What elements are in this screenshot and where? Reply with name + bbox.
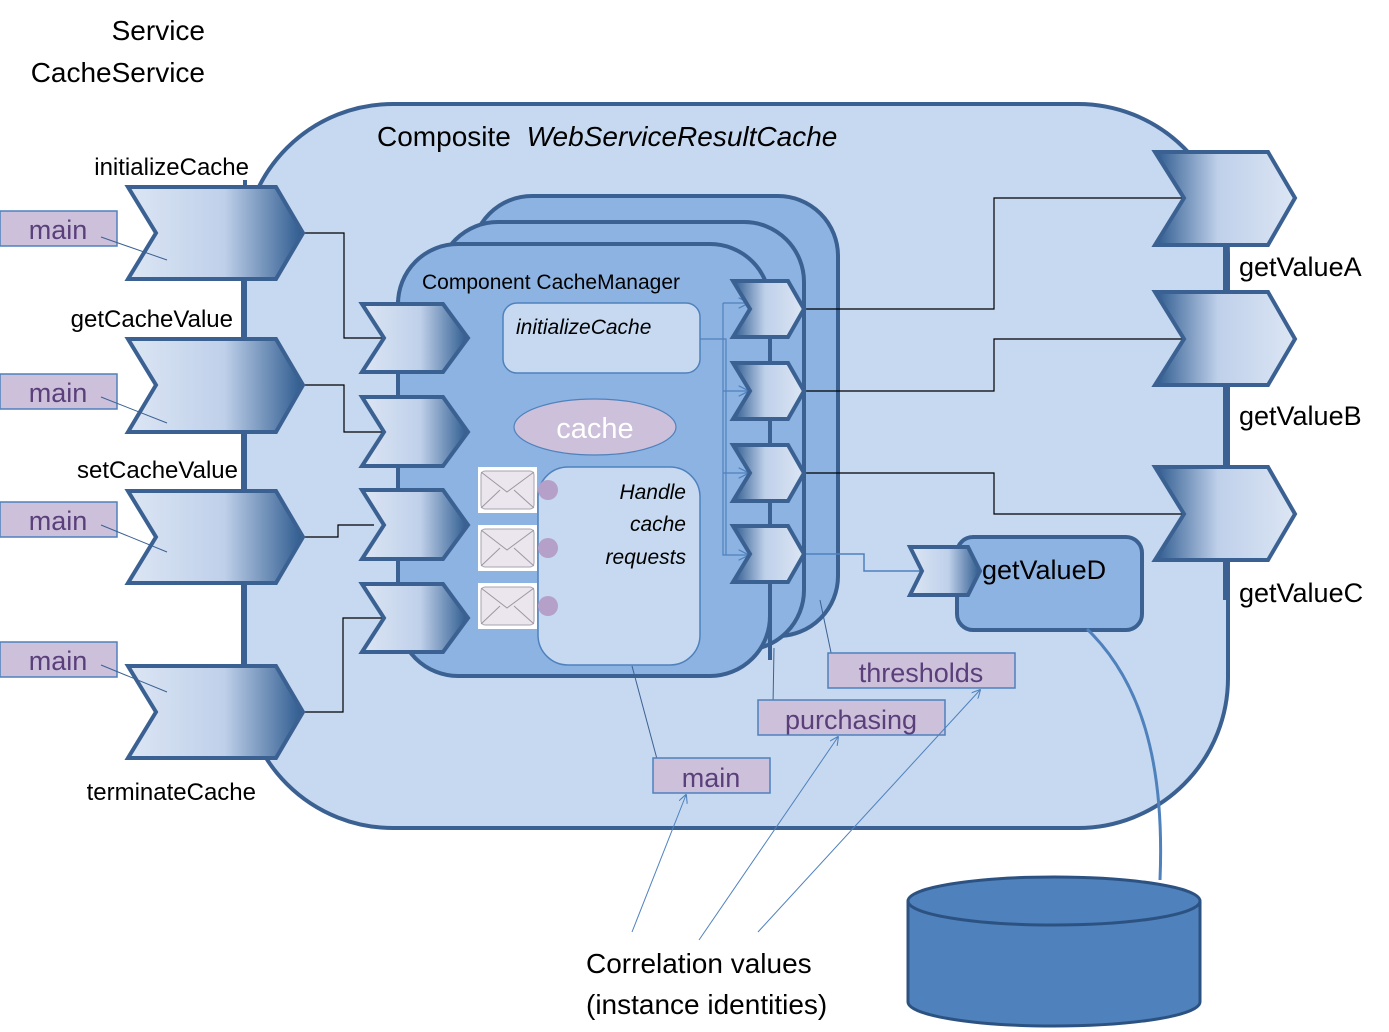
handler-label-line2: cache [630, 513, 686, 536]
receive-point-icon [538, 538, 558, 558]
correlation-tag-label: main [29, 506, 88, 536]
service-kind-label: Service [112, 15, 205, 46]
wire-terminateCache [303, 617, 383, 713]
correlation-tag-label: purchasing [785, 705, 917, 735]
reference-port-getValueC[interactable] [1151, 465, 1298, 562]
message-envelope-icon [478, 583, 537, 629]
tag-link-line [819, 599, 834, 663]
annotation-line2: (instance identities) [586, 989, 827, 1020]
component-outport-3[interactable] [729, 443, 807, 503]
reference-port-getValueB[interactable] [1151, 290, 1298, 387]
handler-activity-box[interactable] [537, 466, 701, 666]
service-op-label-initializeCache: initializeCache [94, 154, 249, 181]
correlation-tag-main[interactable]: main [0, 501, 168, 553]
correlation-tag-label: main [29, 215, 88, 245]
cache-label: cache [556, 413, 633, 445]
service-op-label-setCacheValue: setCacheValue [77, 457, 238, 484]
correlation-tag-main[interactable]: main [0, 641, 168, 693]
reference-port-getValueA[interactable] [1151, 150, 1298, 247]
tag-link-line [772, 647, 775, 706]
wire-getValueC [805, 472, 1184, 515]
message-envelope-icon [478, 525, 537, 571]
service-port-getCacheValue[interactable] [124, 337, 306, 434]
component-title: Component CacheManager [422, 271, 680, 294]
reference-label-getValueC: getValueC [1239, 578, 1363, 608]
correlation-tag-label: thresholds [859, 658, 984, 688]
receive-point-icon [538, 480, 558, 500]
correlation-tag-main-component[interactable]: main [652, 757, 771, 794]
component-inport-1[interactable] [358, 302, 471, 374]
composite-kind-label: Composite [377, 121, 511, 152]
component-outport-1[interactable] [729, 279, 807, 339]
service-op-label-getCacheValue: getCacheValue [71, 306, 233, 333]
correlation-tag-main[interactable]: main [0, 373, 168, 424]
annotation-arrow [631, 795, 686, 933]
component-inport-2[interactable] [358, 395, 471, 468]
service-op-label-terminateCache: terminateCache [87, 779, 256, 806]
database-link [1085, 627, 1163, 881]
wire-getValueB [805, 338, 1184, 392]
correlation-tag-label: main [29, 378, 88, 408]
reference-label-getValueA: getValueA [1239, 252, 1362, 282]
annotation-line1: Correlation values [586, 948, 812, 979]
correlation-tag-thresholds[interactable]: thresholds [827, 652, 1016, 689]
composite-name: WebServiceResultCache [527, 121, 838, 152]
database-icon[interactable] [906, 875, 1202, 1028]
getValueD-label: getValueD [982, 555, 1106, 585]
service-name: CacheService [31, 57, 205, 88]
handler-label-line1: Handle [619, 481, 686, 504]
wire-getValueD [805, 553, 922, 572]
wire-setCacheValue [303, 524, 374, 538]
init-activity-box[interactable] [502, 302, 701, 374]
correlation-tag-label: main [682, 763, 741, 793]
init-activity-label: initializeCache [516, 316, 651, 339]
wire-initializeCache [303, 232, 383, 339]
component-outport-2[interactable] [729, 361, 807, 421]
correlation-tag-label: main [29, 646, 88, 676]
handler-label-line3: requests [605, 546, 686, 569]
annotation-arrow [698, 737, 838, 941]
wire-getCacheValue [303, 384, 383, 433]
internal-wire [700, 338, 727, 555]
cache-variable[interactable] [513, 398, 677, 456]
composite-title: Composite WebServiceResultCache [377, 121, 837, 152]
tag-link-line [631, 665, 658, 760]
service-port-setCacheValue[interactable] [124, 489, 306, 585]
wire-getValueA [805, 197, 1184, 310]
annotation-arrow [757, 690, 980, 933]
reference-label-getValueB: getValueB [1239, 401, 1362, 431]
component-inport-4[interactable] [358, 582, 471, 654]
service-port-initializeCache[interactable] [124, 185, 306, 281]
component-outport-4[interactable] [729, 524, 807, 584]
message-envelope-icon [478, 467, 537, 513]
service-port-terminateCache[interactable] [124, 664, 306, 760]
receive-point-icon [538, 596, 558, 616]
internal-wire [722, 303, 748, 555]
component-inport-3[interactable] [358, 488, 471, 561]
correlation-tag-purchasing[interactable]: purchasing [757, 699, 946, 736]
correlation-tag-main[interactable]: main [0, 210, 168, 261]
getValueD-inport[interactable] [906, 545, 983, 597]
